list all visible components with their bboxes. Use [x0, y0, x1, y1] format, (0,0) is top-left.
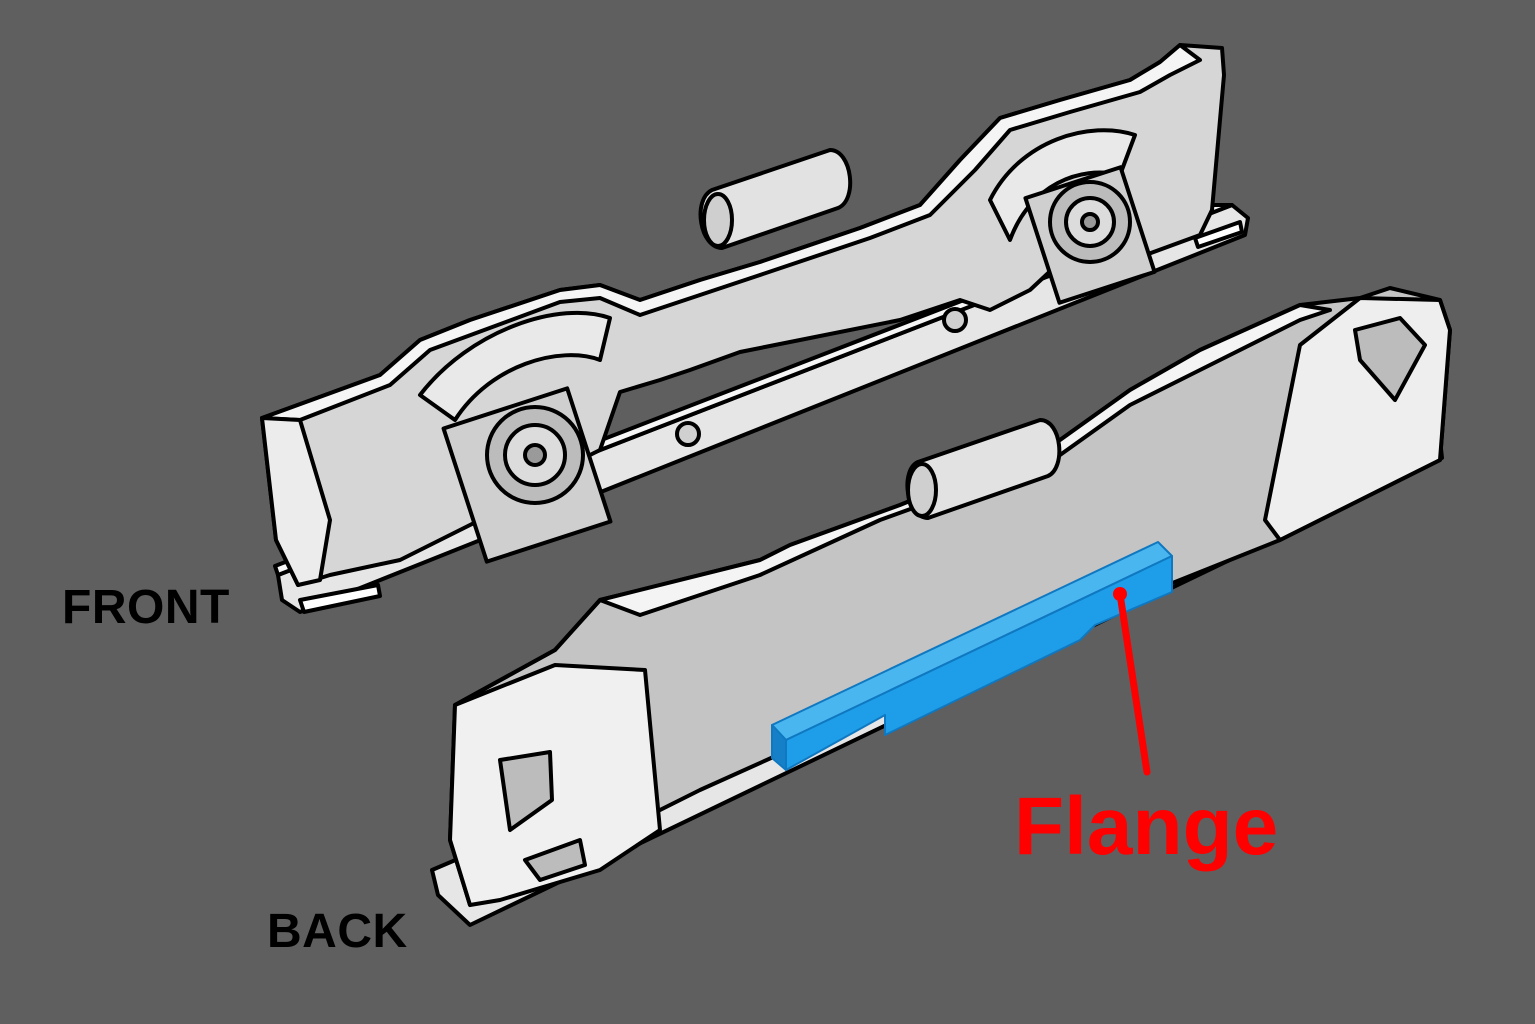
back-left-end	[448, 663, 662, 907]
front-rail-slot-right	[1193, 220, 1244, 249]
front-left-bearing-hub	[523, 443, 547, 467]
back-top-edge	[453, 303, 1332, 707]
front-pivot-cylinder	[698, 148, 853, 250]
front-right-bearing-hub	[1080, 212, 1100, 232]
front-pivot-cylinder-end	[702, 192, 734, 248]
front-label: FRONT	[62, 581, 230, 634]
back-left-end-cutout	[498, 750, 554, 832]
back-pivot-cylinder-end	[906, 462, 938, 518]
back-left-end-cutout-lower	[523, 838, 587, 882]
front-rail-slot-left	[298, 583, 382, 614]
flange-label: Flange	[1014, 781, 1279, 872]
back-part	[430, 286, 1452, 927]
front-left-end	[260, 416, 332, 587]
back-right-end-cutout	[1353, 316, 1427, 402]
front-bolt-right	[942, 307, 968, 333]
flange-callout-dot	[1113, 587, 1127, 601]
flange-highlight	[771, 541, 1173, 771]
flange-front-face	[785, 555, 1173, 771]
flange-callout-line	[1116, 590, 1151, 776]
front-part	[260, 43, 1250, 614]
front-top-crest	[260, 43, 1202, 422]
flange-end-face	[771, 724, 787, 771]
front-bolt-left	[675, 421, 701, 447]
front-left-arch	[418, 310, 612, 422]
back-label: BACK	[267, 905, 408, 958]
